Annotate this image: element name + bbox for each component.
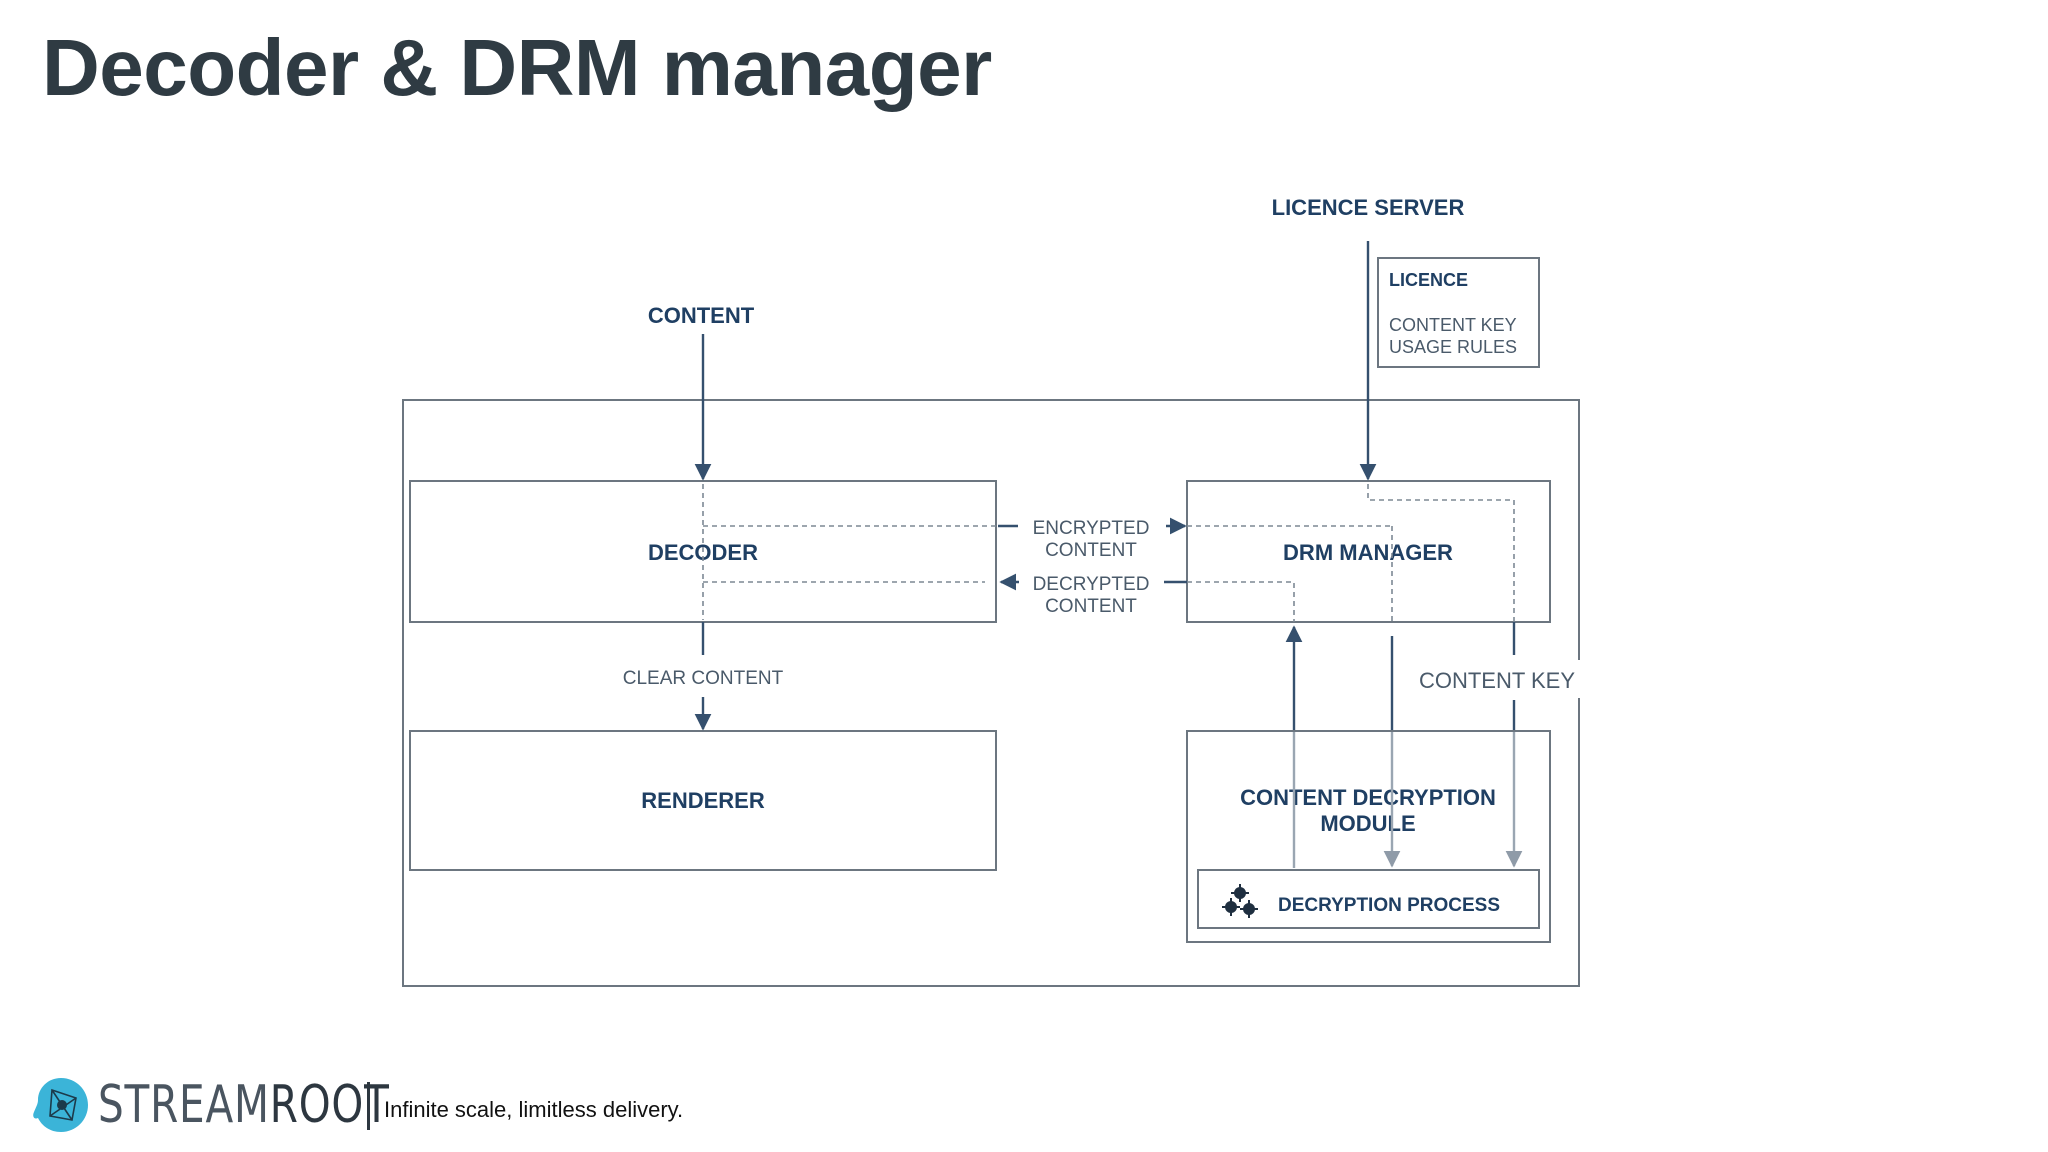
cdm-label-line1: CONTENT DECRYPTION [1240, 785, 1496, 810]
licence-box [1377, 257, 1540, 368]
decryption-process-label: DECRYPTION PROCESS [1278, 895, 1500, 916]
encrypted-label-line1: ENCRYPTED [1033, 518, 1150, 539]
licence-server-label: LICENCE SERVER [1272, 195, 1465, 220]
gears-icon [1222, 884, 1258, 918]
renderer-label: RENDERER [641, 788, 765, 813]
cdm-label-line2: MODULE [1320, 811, 1415, 836]
brand-part-root: ROOT [269, 1075, 390, 1135]
drm-decrypted-dash [1187, 581, 1295, 622]
drm-manager-label: DRM MANAGER [1283, 540, 1453, 565]
clear-content-label: CLEAR CONTENT [623, 668, 784, 689]
licence-content-key: CONTENT KEY [1389, 315, 1517, 335]
footer-divider [367, 1082, 370, 1130]
streamroot-logo-icon [33, 1078, 88, 1132]
decrypted-label-line2: CONTENT [1045, 596, 1137, 617]
brand-part-stream: STREAM [98, 1075, 270, 1135]
licence-heading: LICENCE [1389, 270, 1468, 290]
decrypted-label-line1: DECRYPTED [1033, 574, 1150, 595]
content-key-label-bg [1414, 660, 1580, 698]
footer-tagline: Infinite scale, limitless delivery. [384, 1097, 684, 1122]
decoder-label: DECODER [648, 540, 758, 565]
renderer-box [409, 730, 997, 871]
cdm-box [1186, 730, 1551, 943]
licence-usage-rules: USAGE RULES [1389, 337, 1517, 357]
encrypted-label-line2: CONTENT [1045, 540, 1137, 561]
content-label: CONTENT [648, 303, 755, 328]
content-key-label: CONTENT KEY [1419, 668, 1575, 693]
brand-wordmark: STREAMROOT [98, 1076, 390, 1134]
decryption-process-box [1197, 869, 1540, 929]
drm-manager-box [1186, 480, 1551, 623]
slide-title: Decoder & DRM manager [42, 23, 992, 112]
